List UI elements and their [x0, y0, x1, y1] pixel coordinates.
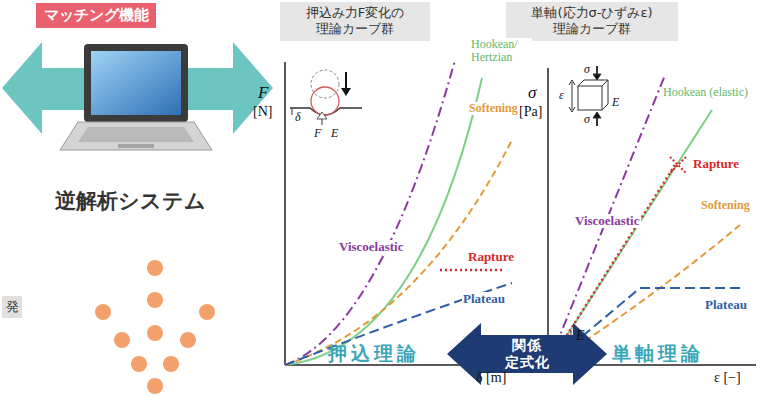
dot-arrow [95, 260, 215, 394]
cut-tag: 発 [2, 296, 22, 318]
slope-label: E [576, 328, 585, 343]
curve-label: Plateau [462, 292, 506, 306]
inset-label: σ [584, 113, 590, 126]
axis-label: ε [−] [714, 370, 741, 385]
chart-header: 単軸(応力σ-ひずみε) 理論カーブ群 [506, 2, 678, 41]
theory-label: 単軸理論 [612, 343, 704, 364]
axis-unit: [N] [253, 104, 272, 119]
theory-label: 押込理論 [328, 343, 420, 364]
inset-label: ε [559, 89, 564, 102]
inset-label: F [314, 127, 321, 140]
laptop-icon [60, 44, 212, 150]
axis-label: δ [m] [476, 370, 506, 385]
axis-label: σ [528, 84, 536, 103]
node-text: 単軸(応力σ-ひずみε) 理論カーブ群 [512, 5, 672, 38]
title-banner: マッチング機能 [36, 3, 156, 28]
indent-inset [290, 70, 362, 125]
node-text: 発 [5, 299, 19, 315]
node-text: マッチング機能 [44, 6, 148, 25]
inset-label: σ [584, 63, 590, 76]
chart2-curves [548, 75, 742, 365]
axis-unit: [Pa] [519, 104, 542, 119]
node-text: 関係 定式化 [503, 337, 551, 372]
curve-label: Plateau [704, 298, 748, 312]
curve-label: Softening [700, 199, 751, 212]
inset-label: E [331, 127, 338, 140]
curve-label: Rapture [467, 250, 515, 264]
chart2-axes [548, 68, 756, 365]
system-label: 逆解析システム [55, 190, 206, 213]
curve-label: Softening [468, 102, 519, 115]
inset-label: δ [295, 111, 301, 124]
node-text: 押込み力F変化の 理論カーブ群 [286, 5, 424, 38]
inset-label: E [612, 96, 619, 109]
axis-label: F [258, 84, 268, 103]
curve-label: Hookean (elastic) [662, 86, 749, 99]
curve-label: Viscoelastic [574, 214, 641, 228]
teal-double-arrow [2, 42, 273, 134]
curve-label: Viscoelastic [338, 240, 405, 254]
curve-label: Rapture [692, 157, 740, 171]
chart-header: 押込み力F変化の 理論カーブ群 [280, 2, 430, 41]
curve-label: Hookean/ Hertzian [470, 38, 532, 64]
